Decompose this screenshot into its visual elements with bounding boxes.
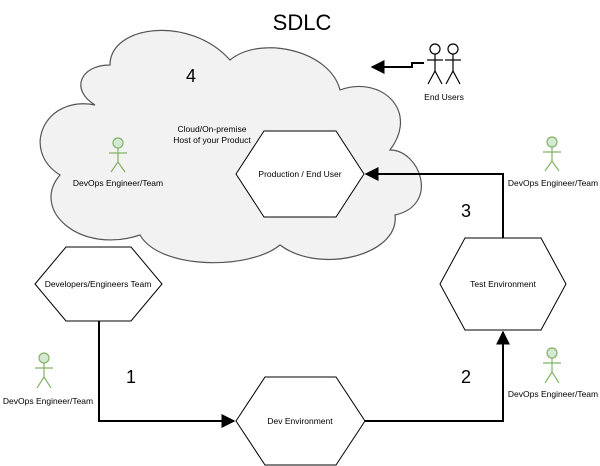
end-users-label: End Users [424, 92, 464, 102]
cloud-label-line-1: Cloud/On-premise [178, 124, 247, 134]
edge-dev-to-test [365, 330, 510, 422]
devops-left-icon [35, 352, 53, 389]
step-4-label: 4 [186, 66, 196, 86]
developers-label: Developers/Engineers Team [45, 279, 152, 289]
dev-env-label: Dev Environment [267, 416, 333, 426]
edge-developers-to-dev [98, 321, 236, 428]
devops-right-top-icon [543, 136, 561, 172]
devops-right-bottom-icon [543, 347, 561, 384]
production-label: Production / End User [258, 169, 341, 179]
devops-cloud-label: DevOps Engineer/Team [73, 178, 163, 188]
end-users-icon [427, 43, 461, 85]
step-1-label: 1 [126, 367, 136, 387]
edge-test-to-production [364, 167, 504, 238]
test-env-label: Test Environment [470, 279, 536, 289]
cloud-label-line-2: Host of your Product [173, 135, 251, 145]
devops-cloud-icon [109, 137, 127, 173]
test-env-hexagon [439, 237, 567, 331]
cloud-shape [39, 29, 422, 264]
production-hexagon [235, 130, 365, 218]
step-2-label: 2 [461, 367, 471, 387]
diagram-title: SDLC [273, 10, 332, 35]
edge-end-users-to-cloud [370, 60, 424, 74]
devops-right-top-label: DevOps Engineer/Team [508, 178, 598, 188]
devops-right-bottom-label: DevOps Engineer/Team [508, 389, 598, 399]
devops-left-label: DevOps Engineer/Team [3, 396, 93, 406]
step-3-label: 3 [461, 201, 471, 221]
developers-hexagon [34, 246, 163, 322]
